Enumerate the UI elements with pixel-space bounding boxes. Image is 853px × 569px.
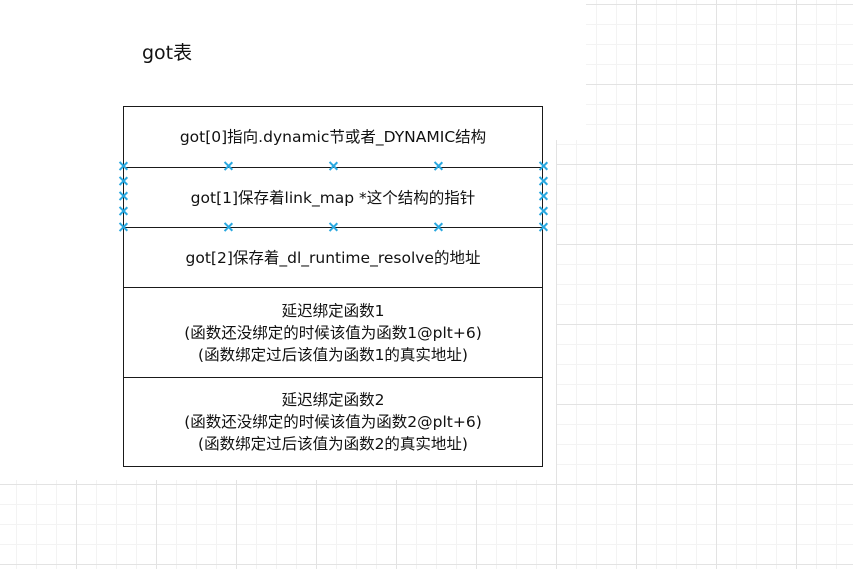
entry-text: got[1]保存着link_map *这个结构的指针 [190,188,476,207]
resize-handle[interactable] [539,192,548,201]
resize-handle[interactable] [119,207,128,216]
entry-note: (函数还没绑定的时候该值为函数1@plt+6) [184,323,482,342]
resize-handle[interactable] [539,177,548,186]
resize-handle[interactable] [434,223,443,232]
resize-handle[interactable] [539,207,548,216]
entry-note: (函数绑定过后该值为函数2的真实地址) [198,435,468,453]
entry-heading: 延迟绑定函数1 [281,301,385,320]
resize-handle[interactable] [329,162,338,171]
resize-handle[interactable] [539,223,548,232]
got-entry-1[interactable]: got[1]保存着link_map *这个结构的指针 [124,167,542,227]
got-entry-0[interactable]: got[0]指向.dynamic节或者_DYNAMIC结构 [124,107,542,167]
resize-handle[interactable] [224,223,233,232]
resize-handle[interactable] [119,162,128,171]
got-entry-2[interactable]: got[2]保存着_dl_runtime_resolve的地址 [124,227,542,287]
entry-heading: 延迟绑定函数2 [281,391,385,409]
resize-handle[interactable] [329,223,338,232]
canvas-blank-area [556,0,586,140]
got-table[interactable]: got[0]指向.dynamic节或者_DYNAMIC结构 got[1]保存着l… [123,106,543,467]
entry-note: (函数还没绑定的时候该值为函数2@plt+6) [184,413,482,431]
resize-handle[interactable] [119,223,128,232]
diagram-title: got表 [142,42,193,64]
resize-handle[interactable] [434,162,443,171]
resize-handle[interactable] [539,162,548,171]
entry-text: got[0]指向.dynamic节或者_DYNAMIC结构 [179,128,487,146]
resize-handle[interactable] [119,192,128,201]
lazy-binding-entry-2[interactable]: 延迟绑定函数2 (函数还没绑定的时候该值为函数2@plt+6) (函数绑定过后该… [124,377,542,466]
resize-handle[interactable] [119,177,128,186]
entry-note: (函数绑定过后该值为函数1的真实地址) [198,345,468,364]
resize-handle[interactable] [224,162,233,171]
lazy-binding-entry-1[interactable]: 延迟绑定函数1 (函数还没绑定的时候该值为函数1@plt+6) (函数绑定过后该… [124,287,542,377]
entry-text: got[2]保存着_dl_runtime_resolve的地址 [185,248,481,267]
